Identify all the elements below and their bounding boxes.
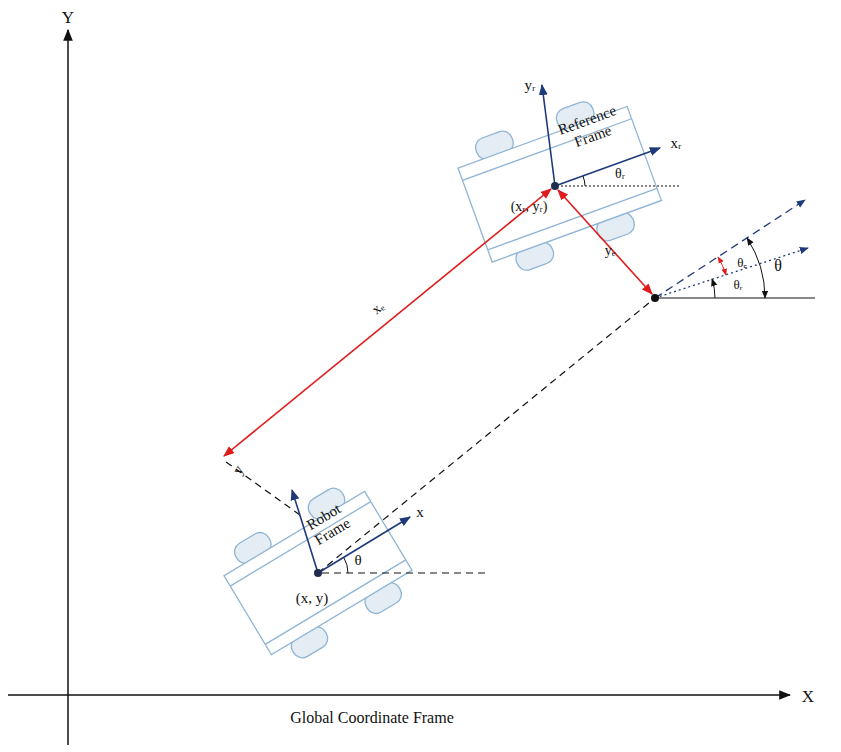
axis-label: xᵣ bbox=[671, 135, 682, 152]
angle-label: θ bbox=[774, 257, 782, 275]
axis-label: Y bbox=[62, 9, 74, 28]
angle-label: θ bbox=[354, 552, 361, 569]
angle-label: θₑ bbox=[737, 256, 747, 270]
point-label: (x, y) bbox=[296, 590, 329, 607]
angle-label: θᵣ bbox=[615, 166, 625, 181]
angle-label: θᵣ bbox=[733, 278, 742, 292]
axis-label: yᵣ bbox=[525, 77, 536, 94]
error-label: yₑ bbox=[605, 243, 616, 258]
axis-label: y bbox=[229, 463, 247, 478]
axis-label: x bbox=[416, 504, 424, 521]
frame-caption: Global Coordinate Frame bbox=[290, 709, 454, 727]
error-label: xₑ bbox=[369, 299, 387, 318]
point-label: (xᵣ, yᵣ) bbox=[511, 199, 548, 214]
axis-label: X bbox=[802, 688, 814, 707]
